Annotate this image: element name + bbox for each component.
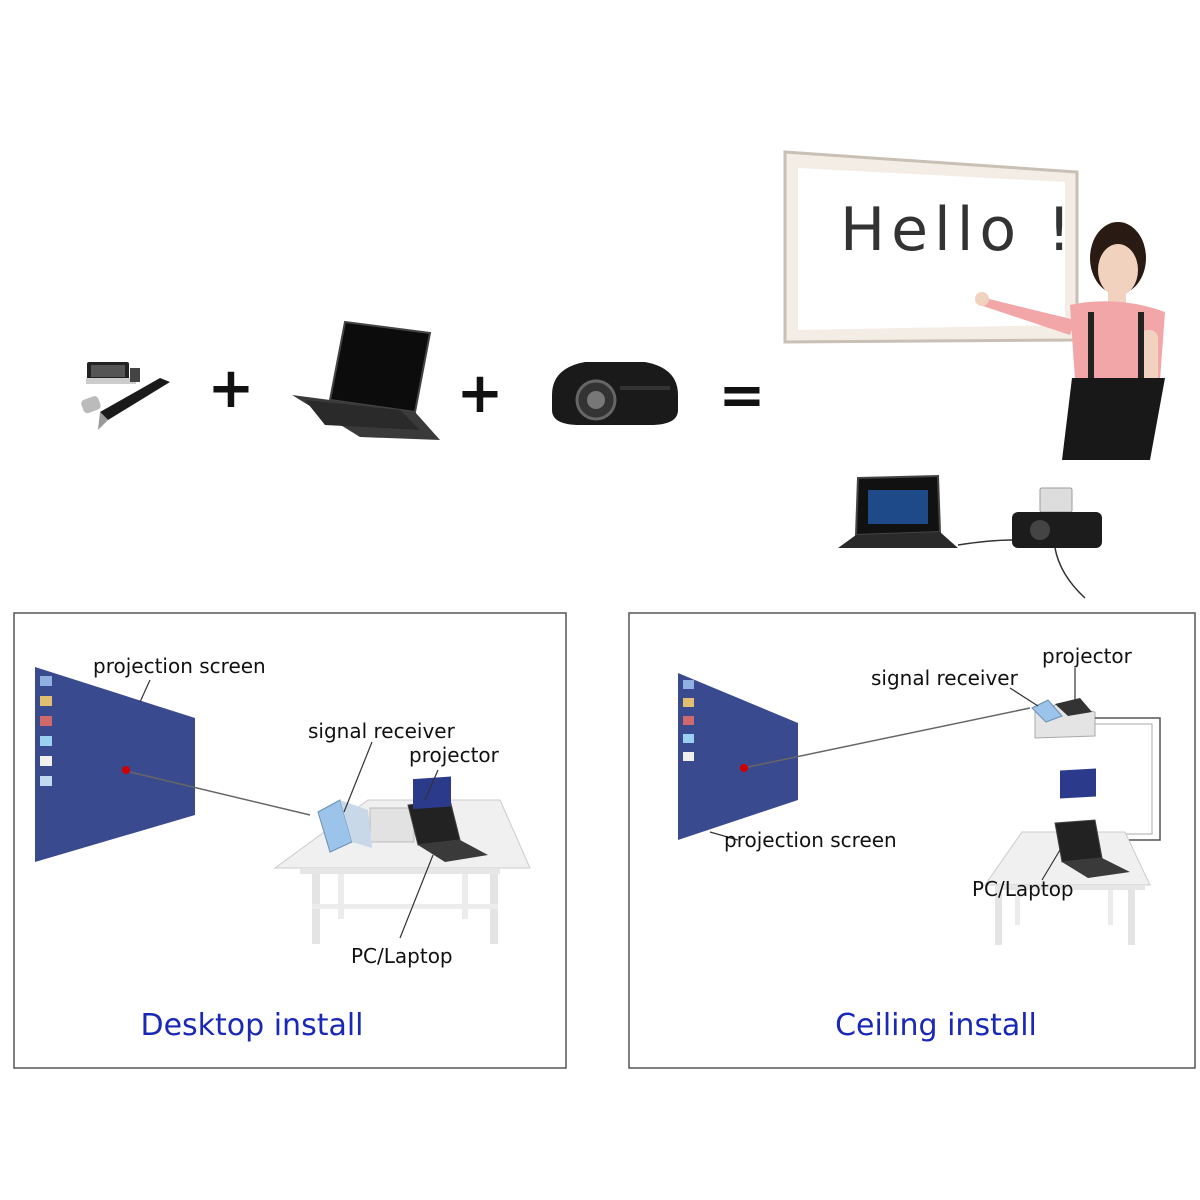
- teacher-figure: [975, 222, 1165, 460]
- equals-sign: =: [719, 363, 766, 428]
- desktop-label-receiver: signal receiver: [308, 719, 456, 743]
- ceiling-projection-screen: [678, 673, 798, 840]
- laptop-icon: [292, 320, 440, 440]
- desktop-signal-receiver: [317, 799, 372, 853]
- ceiling-desktop-icons: [683, 680, 694, 761]
- desktop-projection-screen: [35, 667, 195, 862]
- ceiling-install-panel: projector signal receiver projection scr…: [628, 612, 1196, 1069]
- desktop-install-panel: projection screen signal receiver projec…: [13, 612, 567, 1069]
- ceiling-laptop: [1054, 768, 1130, 878]
- desktop-install-title: Desktop install: [140, 1008, 363, 1043]
- pen-kit-icon: [81, 362, 170, 430]
- whiteboard-text: Hello !: [840, 195, 1077, 265]
- desktop-label-screen: projection screen: [93, 654, 266, 678]
- desktop-icons: [40, 676, 52, 786]
- desktop-laser-dot: [122, 766, 130, 774]
- ceiling-label-projector: projector: [1042, 644, 1133, 668]
- desktop-label-pc: PC/Laptop: [351, 944, 453, 968]
- ceiling-laser-dot: [740, 764, 748, 772]
- ceiling-install-title: Ceiling install: [835, 1008, 1037, 1043]
- projector-icon: [552, 362, 678, 425]
- plus-sign-2: +: [457, 361, 504, 426]
- desktop-laptop: [407, 776, 488, 862]
- desktop-label-projector: projector: [409, 743, 500, 767]
- ceiling-label-screen: projection screen: [724, 828, 897, 852]
- ceiling-label-receiver: signal receiver: [871, 666, 1019, 690]
- setup-thumbnail: [838, 474, 1102, 599]
- whiteboard: Hello !: [783, 150, 1079, 344]
- plus-sign-1: +: [208, 356, 255, 421]
- ceiling-signal-receiver: [1031, 699, 1063, 723]
- ceiling-label-pc: PC/Laptop: [972, 877, 1074, 901]
